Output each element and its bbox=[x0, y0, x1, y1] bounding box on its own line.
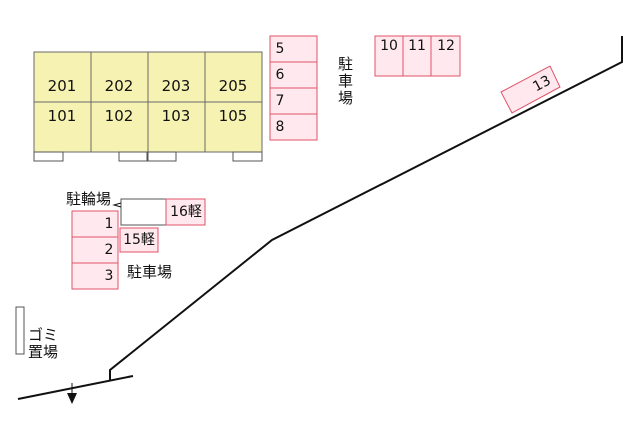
parking-slot-11-label: 11 bbox=[408, 38, 426, 54]
parking-label-char: 場 bbox=[338, 89, 353, 107]
unit-101: 101 bbox=[33, 101, 92, 153]
unit-105: 105 bbox=[204, 101, 263, 153]
parking-slot-12: 12 bbox=[430, 35, 461, 77]
entrance-step bbox=[232, 151, 263, 162]
parking-slot-2: 2 bbox=[71, 236, 119, 264]
bottom-road-line bbox=[17, 375, 134, 400]
parking-slot-10-label: 10 bbox=[380, 38, 398, 54]
parking-slot-15-kei: 15軽 bbox=[119, 227, 159, 253]
unit-203: 203 bbox=[147, 51, 206, 103]
unit-202: 202 bbox=[90, 51, 149, 103]
parking-slot-2-label: 2 bbox=[105, 242, 114, 258]
parking-left-label: 駐車場 bbox=[127, 263, 172, 281]
entrance-step bbox=[33, 151, 64, 162]
parking-slot-13-label: 13 bbox=[530, 73, 553, 95]
unit-103-label: 103 bbox=[162, 107, 191, 125]
parking-slot-16-kei: 16軽 bbox=[165, 198, 206, 226]
unit-201-label: 201 bbox=[48, 77, 77, 95]
parking-slot-15-kei-label: 15軽 bbox=[123, 232, 155, 248]
parking-left: 1 2 3 駐車場 bbox=[71, 210, 172, 290]
unit-205: 205 bbox=[204, 51, 263, 103]
bicycle-parking: 駐輪場 bbox=[66, 190, 167, 226]
parking-slot-3-label: 3 bbox=[105, 268, 114, 284]
unit-101-label: 101 bbox=[48, 107, 77, 125]
parking-label-char: 駐 bbox=[338, 55, 353, 73]
parking-slot-5: 5 bbox=[269, 35, 318, 63]
unit-205-label: 205 bbox=[219, 77, 248, 95]
unit-105-label: 105 bbox=[219, 107, 248, 125]
bicycle-parking-area bbox=[120, 198, 167, 226]
apartment-building: 201 202 203 205 101 102 103 105 bbox=[33, 51, 263, 162]
garbage-area-box bbox=[15, 306, 25, 355]
parking-slot-8-label: 8 bbox=[276, 119, 285, 135]
parking-slot-5-label: 5 bbox=[276, 41, 285, 57]
unit-201: 201 bbox=[33, 51, 92, 103]
parking-slot-6-label: 6 bbox=[276, 67, 285, 83]
entrance-arrow-icon bbox=[67, 393, 77, 404]
parking-slot-6: 6 bbox=[269, 61, 318, 89]
parking-label-char: 車 bbox=[338, 72, 353, 90]
entrance-step bbox=[147, 151, 177, 162]
garbage-label-line1: ゴミ bbox=[28, 326, 58, 344]
unit-103: 103 bbox=[147, 101, 206, 153]
garbage-label-line2: 置場 bbox=[28, 343, 58, 361]
parking-slot-13: 13 bbox=[500, 65, 561, 114]
parking-slot-1-label: 1 bbox=[105, 216, 114, 232]
diagonal-boundary-line bbox=[109, 36, 623, 380]
unit-102: 102 bbox=[90, 101, 149, 153]
parking-slot-8: 8 bbox=[269, 113, 318, 141]
unit-102-label: 102 bbox=[105, 107, 134, 125]
parking-slot-7: 7 bbox=[269, 87, 318, 115]
kei-slots: 16軽 15軽 bbox=[119, 198, 206, 253]
parking-right: 5 6 7 8 駐 車 場 bbox=[269, 35, 353, 141]
unit-202-label: 202 bbox=[105, 77, 134, 95]
bicycle-parking-pointer bbox=[112, 202, 122, 208]
parking-slot-1: 1 bbox=[71, 210, 119, 238]
parking-slot-12-label: 12 bbox=[437, 38, 455, 54]
parking-slot-3: 3 bbox=[71, 262, 119, 290]
entrance-step bbox=[118, 151, 148, 162]
bicycle-parking-label: 駐輪場 bbox=[66, 190, 111, 208]
unit-203-label: 203 bbox=[162, 77, 191, 95]
parking-slot-7-label: 7 bbox=[276, 93, 285, 109]
parking-slot-10: 10 bbox=[374, 35, 404, 77]
parking-slot-16-kei-label: 16軽 bbox=[170, 204, 202, 220]
garbage-area: ゴミ 置場 bbox=[15, 306, 58, 361]
parking-slot-11: 11 bbox=[402, 35, 432, 77]
road-boundary bbox=[17, 36, 623, 404]
parking-top: 10 11 12 13 bbox=[374, 35, 561, 114]
